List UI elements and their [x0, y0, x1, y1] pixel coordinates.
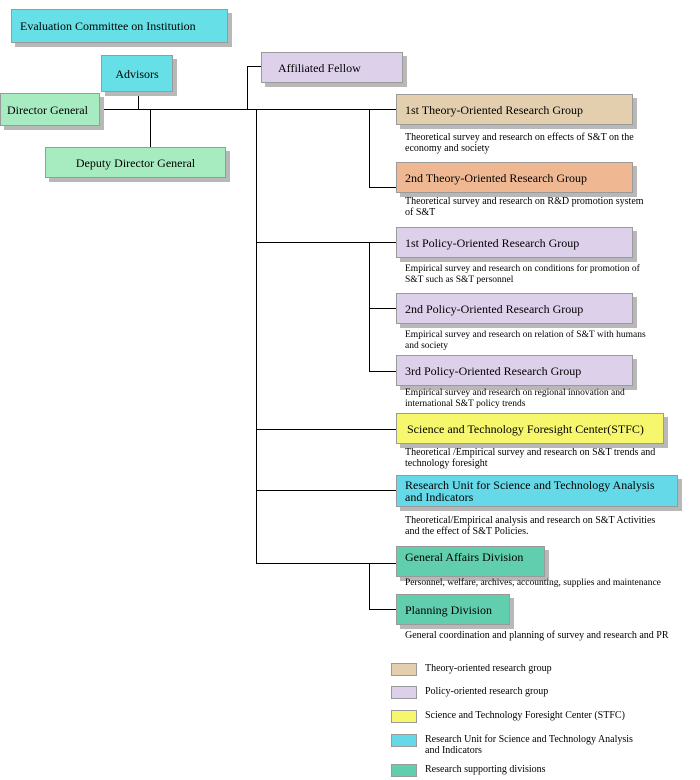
unit-description-line: and the effect of S&T Policies.	[405, 526, 529, 537]
unit-box-policy-1: 1st Policy-Oriented Research Group	[396, 227, 633, 258]
deputy-director-general-box: Deputy Director General	[45, 147, 226, 178]
connector-line	[369, 109, 370, 187]
legend-label: Policy-oriented research group	[425, 686, 548, 697]
legend-swatch-research-unit	[391, 734, 417, 747]
connector-line	[369, 308, 396, 309]
unit-description-line: Theoretical survey and research on R&D p…	[405, 196, 644, 207]
unit-description-line: economy and society	[405, 143, 490, 154]
legend-label: Research Unit for Science and Technology…	[425, 734, 633, 756]
unit-description-line: Empirical survey and research on regiona…	[405, 388, 625, 398]
evaluation-committee-box: Evaluation Committee on Institution	[11, 9, 228, 43]
unit-description: Empirical survey and research on conditi…	[405, 264, 640, 286]
unit-description: Theoretical /Empirical survey and resear…	[405, 447, 655, 469]
unit-box-general-affairs: General Affairs Division	[396, 546, 545, 577]
unit-description-line: Theoretical survey and research on effec…	[405, 132, 634, 143]
connector-line	[138, 92, 139, 109]
unit-description: Theoretical/Empirical analysis and resea…	[405, 515, 655, 537]
unit-box-planning: Planning Division	[396, 594, 510, 625]
unit-label: 2nd Theory-Oriented Research Group	[405, 170, 588, 185]
unit-label: 1st Policy-Oriented Research Group	[405, 235, 580, 250]
legend-label-line: Theory-oriented research group	[425, 663, 552, 674]
legend-swatch-support	[391, 764, 417, 777]
legend-swatch-policy	[391, 686, 417, 699]
unit-description: Empirical survey and research on relatio…	[405, 330, 646, 352]
unit-box-policy-3: 3rd Policy-Oriented Research Group	[396, 355, 633, 386]
unit-description: General coordination and planning of sur…	[405, 630, 669, 641]
deputy-director-general-label: Deputy Director General	[75, 155, 196, 170]
connector-line	[256, 242, 396, 243]
connector-line	[369, 187, 396, 188]
connector-line	[247, 66, 248, 109]
unit-description-line: international S&T policy trends	[405, 399, 526, 409]
legend-label: Science and Technology Foresight Center …	[425, 710, 625, 721]
connector-line	[369, 609, 396, 610]
unit-description: Empirical survey and research on regiona…	[405, 388, 625, 410]
connector-line	[369, 563, 370, 609]
unit-box-policy-2: 2nd Policy-Oriented Research Group	[396, 293, 633, 324]
legend-label-line: Policy-oriented research group	[425, 686, 549, 697]
unit-description-line: Theoretical /Empirical survey and resear…	[405, 447, 656, 458]
advisors-box: Advisors	[101, 55, 173, 92]
connector-line	[369, 371, 396, 372]
unit-description: Personnel, welfare, archives, accounting…	[405, 578, 661, 589]
director-general-box: Director General	[0, 93, 100, 126]
unit-label: Science and Technology Foresight Center(…	[407, 421, 644, 436]
unit-label: 3rd Policy-Oriented Research Group	[405, 363, 582, 378]
unit-description-line: of S&T	[405, 207, 436, 218]
connector-line	[256, 429, 396, 430]
unit-box-stfc: Science and Technology Foresight Center(…	[396, 413, 664, 444]
affiliated-fellow-box: Affiliated Fellow	[261, 52, 403, 83]
unit-label: 2nd Policy-Oriented Research Group	[405, 301, 584, 316]
connector-line	[150, 109, 151, 147]
connector-line	[256, 109, 257, 563]
connector-line	[100, 109, 396, 110]
unit-description: Theoretical survey and research on effec…	[405, 132, 634, 154]
connector-line	[369, 242, 370, 371]
legend-swatch-theory	[391, 663, 417, 676]
unit-box-theory-2: 2nd Theory-Oriented Research Group	[396, 162, 633, 193]
legend-label-line: and Indicators	[425, 745, 482, 756]
unit-label: Research Unit for Science and Technology…	[405, 478, 655, 492]
unit-description-line: S&T such as S&T personnel	[405, 275, 514, 285]
legend-label-line: Research supporting divisions	[425, 764, 546, 775]
legend-swatch-stfc	[391, 710, 417, 723]
legend-label-line: Research Unit for Science and Technology…	[425, 734, 633, 745]
unit-box-theory-1: 1st Theory-Oriented Research Group	[396, 94, 633, 125]
affiliated-fellow-label: Affiliated Fellow	[278, 60, 361, 75]
unit-label: Planning Division	[405, 602, 493, 617]
director-general-label: Director General	[7, 102, 88, 117]
unit-label: General Affairs Division	[405, 550, 524, 564]
unit-description: Theoretical survey and research on R&D p…	[405, 196, 644, 218]
legend-label: Theory-oriented research group	[425, 663, 552, 674]
unit-label: 1st Theory-Oriented Research Group	[405, 102, 584, 117]
unit-description-line: Empirical survey and research on conditi…	[405, 264, 640, 274]
legend-label-line: Science and Technology Foresight Center …	[425, 710, 625, 721]
unit-description-line: and society	[405, 341, 449, 351]
unit-box-research-unit: Research Unit for Science and Technology…	[396, 475, 678, 507]
unit-label: and Indicators	[405, 490, 474, 504]
evaluation-committee-label: Evaluation Committee on Institution	[20, 19, 196, 33]
unit-description-line: Personnel, welfare, archives, accounting…	[405, 578, 661, 588]
unit-description-line: General coordination and planning of sur…	[405, 630, 669, 641]
unit-description-line: Theoretical/Empirical analysis and resea…	[405, 515, 656, 526]
connector-line	[256, 563, 396, 564]
unit-description-line: technology foresight	[405, 458, 488, 469]
connector-line	[256, 490, 396, 491]
connector-line	[247, 66, 261, 67]
legend-label: Research supporting divisions	[425, 764, 546, 775]
unit-description-line: Empirical survey and research on relatio…	[405, 330, 646, 340]
advisors-label: Advisors	[115, 66, 159, 81]
